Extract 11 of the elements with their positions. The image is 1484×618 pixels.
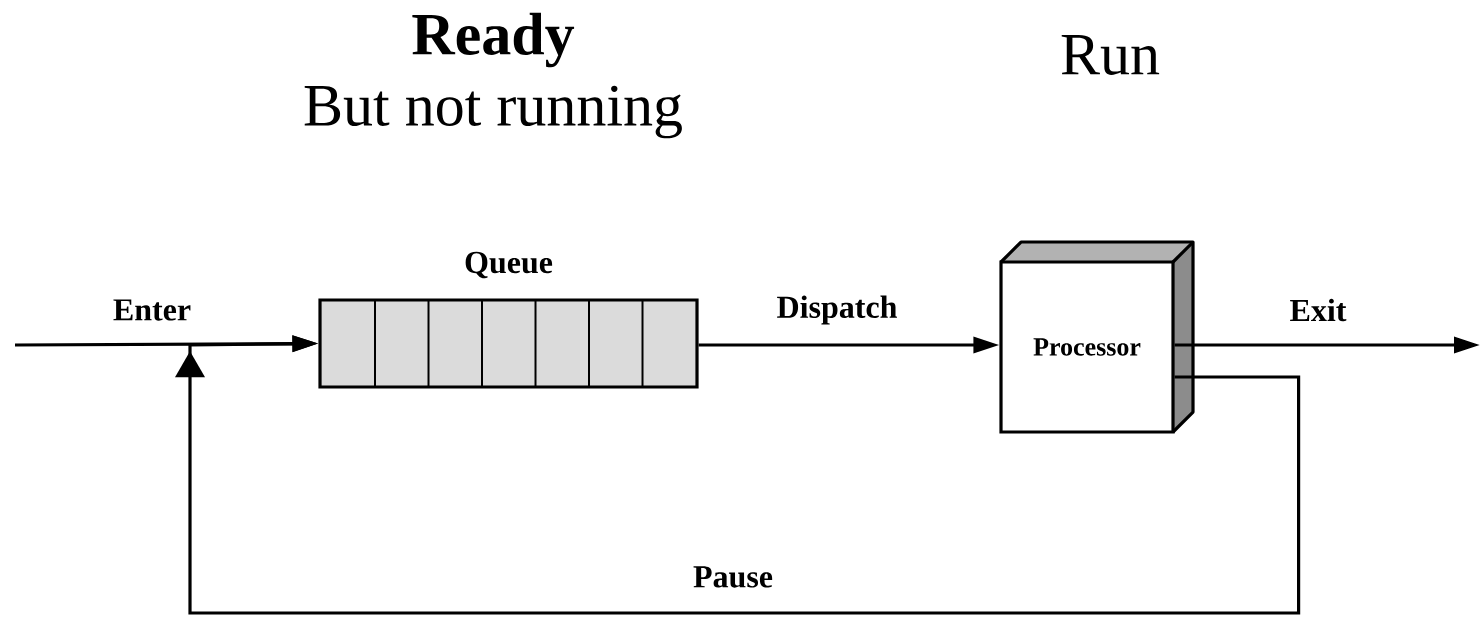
processor-box: Processor: [999, 240, 1195, 434]
heading: Ready: [412, 12, 575, 68]
node-label: Queue: [465, 251, 553, 279]
heading: Run: [1061, 35, 1160, 75]
edge-label: Pause: [693, 566, 773, 588]
subheading: But not running: [304, 85, 682, 139]
queue-box: Queue: [318, 251, 699, 389]
arrow: [175, 335, 1301, 615]
edge-label: Enter: [113, 299, 191, 321]
edge-label: Dispatch: [777, 295, 897, 325]
edge-label: Exit: [1290, 298, 1347, 322]
